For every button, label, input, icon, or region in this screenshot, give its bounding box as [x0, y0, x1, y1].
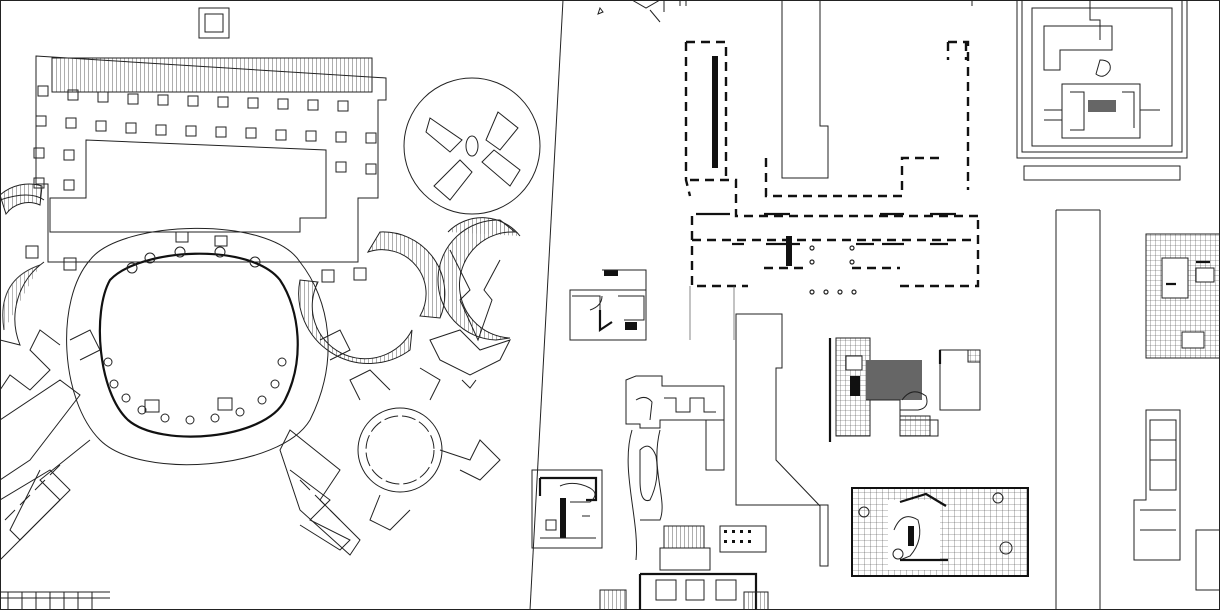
- road-outlines: [735, 0, 1101, 610]
- museum-plan: [625, 375, 725, 561]
- gridded-courtyard-house: [1145, 233, 1220, 359]
- rotunda-plan: [0, 227, 361, 556]
- small-villa-plan-2: [531, 469, 603, 549]
- gridded-villa-plan: [828, 337, 981, 442]
- walled-house-plan: [1016, 0, 1188, 181]
- section-cut-line: [529, 0, 564, 610]
- terrace-row-plan: [1133, 409, 1220, 591]
- curved-stairs: [0, 183, 521, 364]
- small-villa-plan-1: [569, 269, 647, 341]
- pier-grid: [25, 85, 377, 283]
- garden-rondel: [403, 77, 541, 389]
- palace-wing-plan: [684, 40, 980, 340]
- lower-wings: [0, 379, 351, 561]
- villa-complex-plan: [0, 7, 541, 610]
- paved-pavilion-plan: [851, 487, 1029, 577]
- round-court: [349, 367, 501, 531]
- terrace-steps: [51, 57, 373, 93]
- library-plan: [599, 525, 769, 610]
- top-details: [597, 0, 687, 23]
